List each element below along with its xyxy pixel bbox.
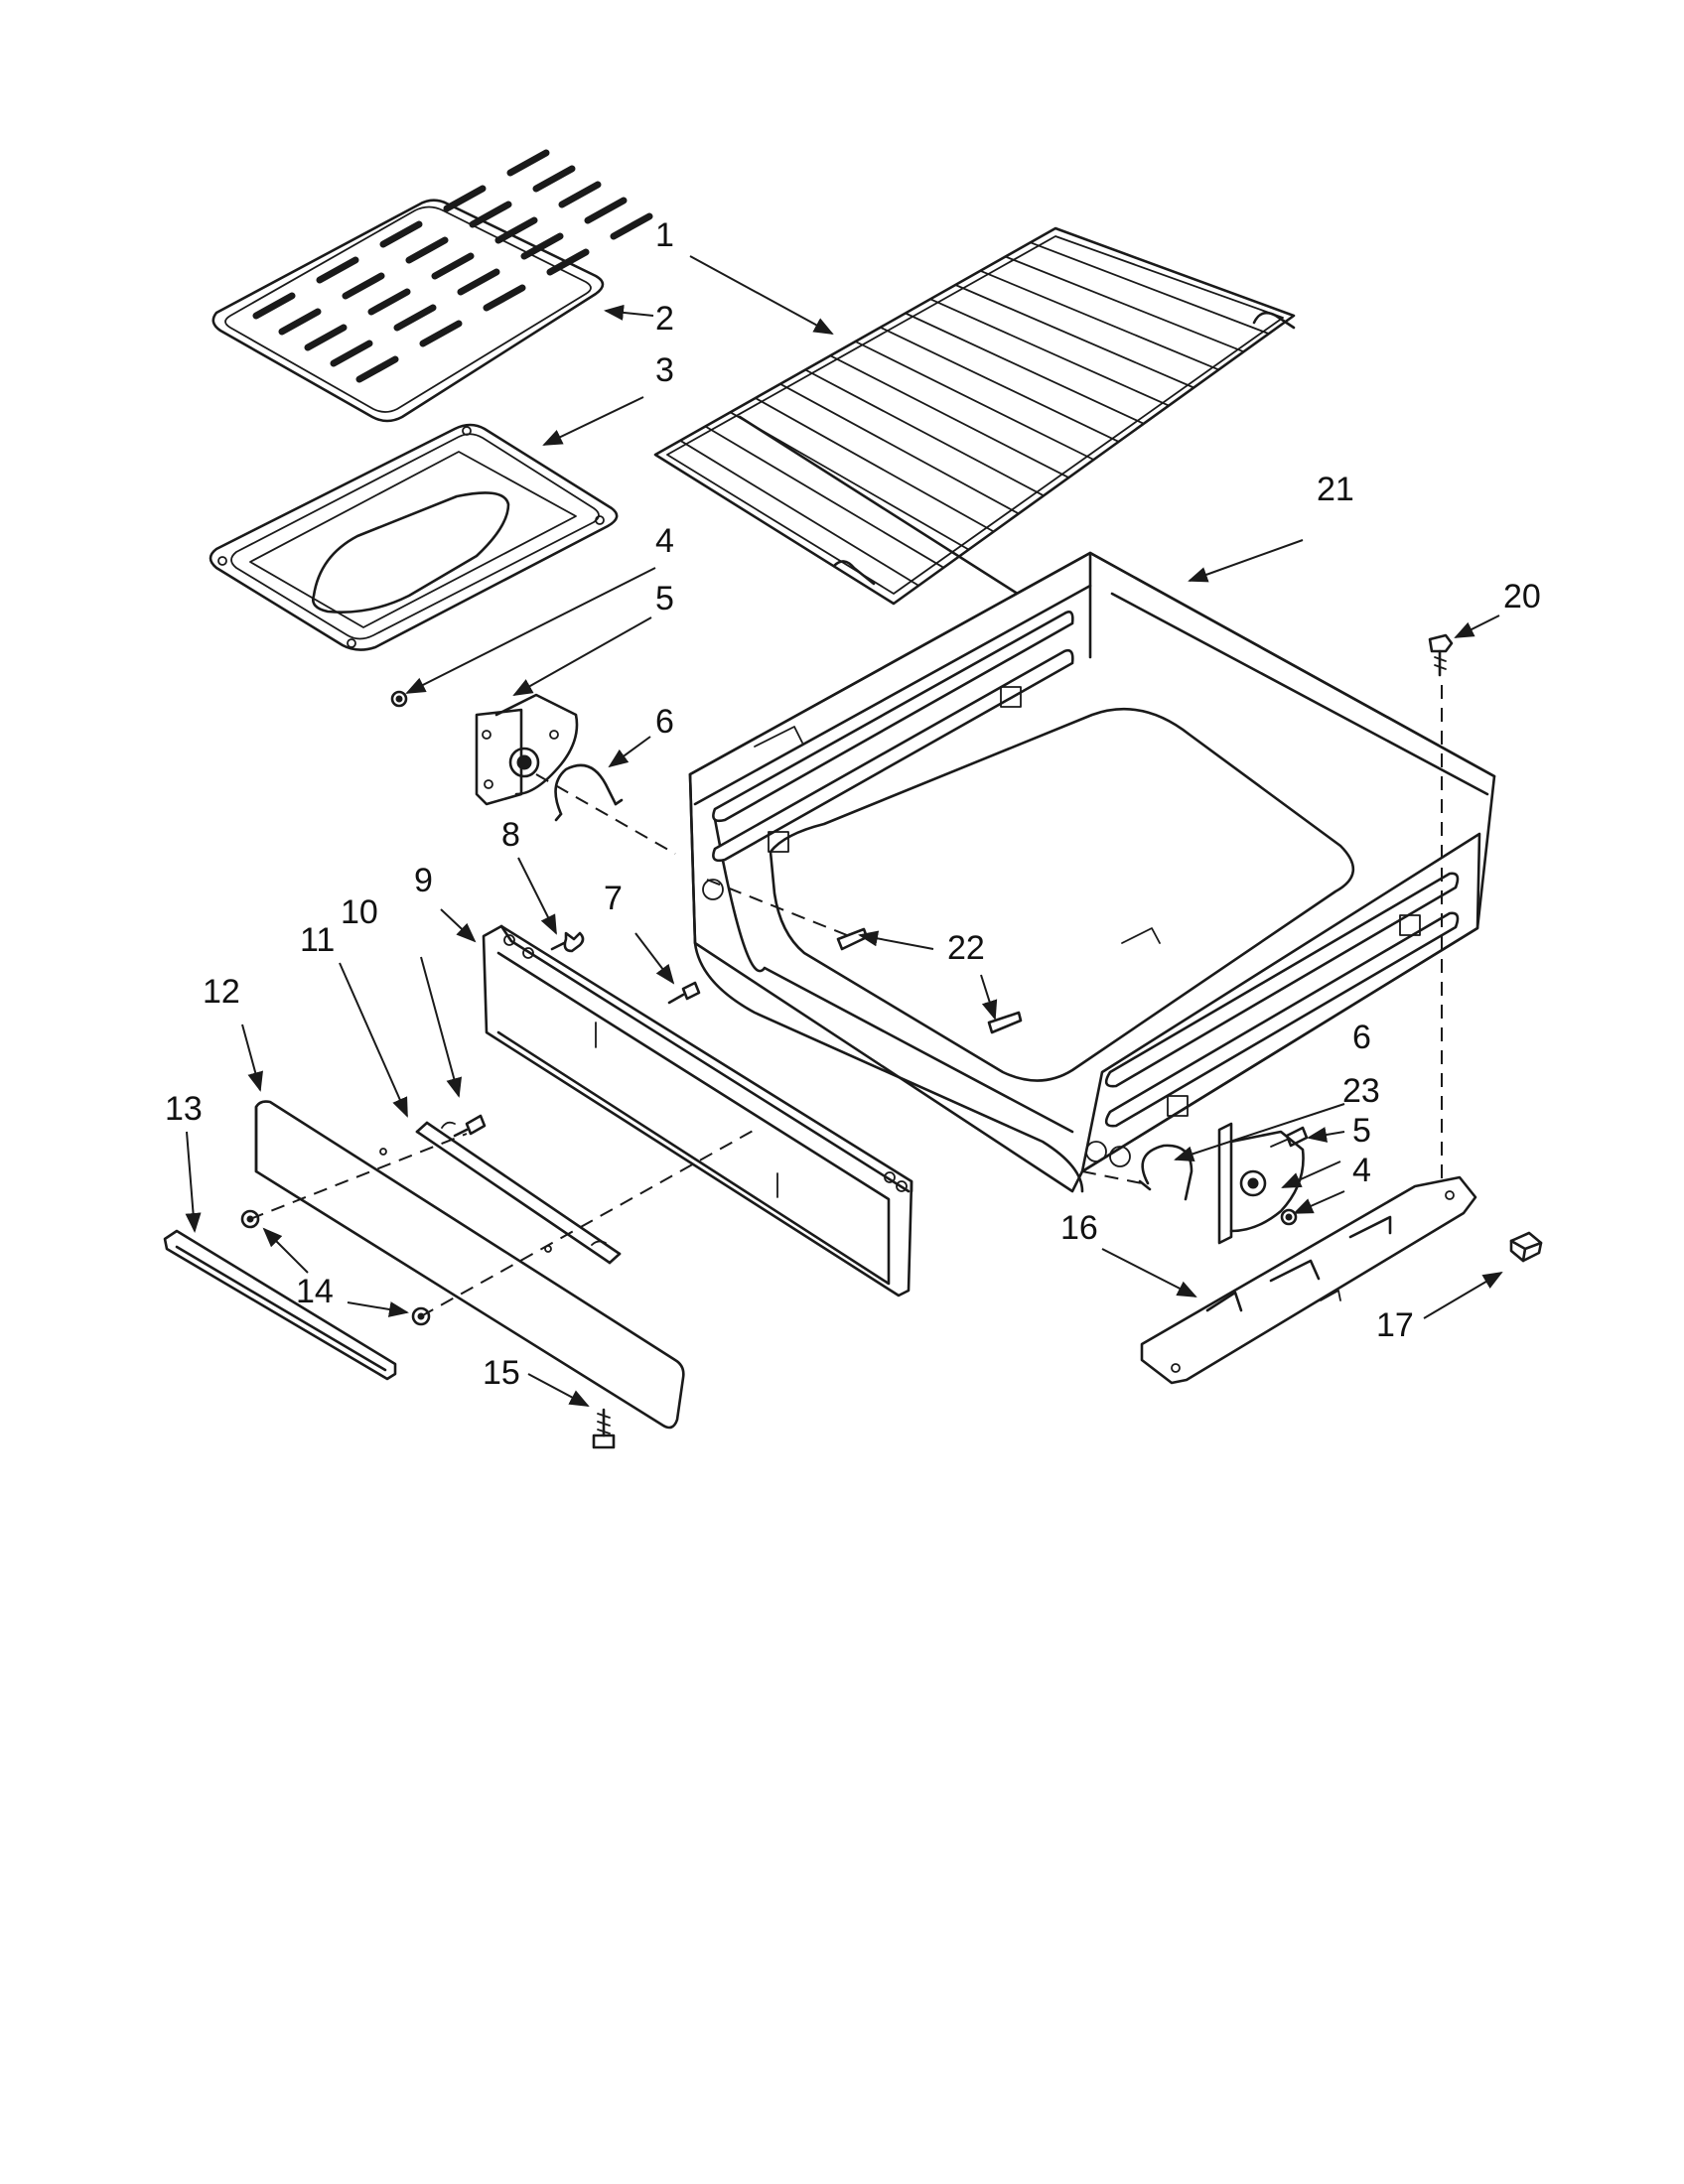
grid-slot (457, 268, 500, 296)
frame-screw-7 (667, 981, 701, 1005)
callout-11: 11 (300, 921, 335, 959)
callout-4-left: 4 (655, 522, 674, 560)
callout-9: 9 (414, 862, 433, 899)
right-bracket-screw (1270, 1126, 1309, 1148)
callout-5-right: 5 (1352, 1112, 1371, 1150)
grid-slot (342, 272, 385, 300)
callout-16: 16 (1060, 1209, 1098, 1247)
drawer-front-panel (254, 1100, 685, 1430)
left-bracket-nut (390, 690, 408, 708)
broiler-grid (211, 149, 653, 423)
rack-wire (880, 326, 1120, 443)
grid-slot (252, 292, 296, 320)
grid-slot (494, 216, 538, 244)
grid-slot (443, 185, 487, 212)
right-bracket-nut (1280, 1208, 1298, 1226)
grid-slot (419, 320, 463, 347)
grid-slot (316, 256, 359, 284)
callout-3: 3 (655, 351, 674, 389)
rack-wire (980, 269, 1219, 371)
grid-slot (379, 220, 423, 248)
callout-6-right: 6 (1352, 1019, 1371, 1056)
callout-10: 10 (341, 893, 378, 931)
rod-screw-10 (453, 1114, 487, 1138)
rack-wire (679, 440, 919, 587)
callout-8: 8 (501, 816, 520, 854)
grid-slot (304, 324, 348, 351)
drawer-front-frame (482, 924, 913, 1297)
grid-slot (469, 201, 512, 228)
rack-wire (929, 298, 1170, 407)
callout-23: 23 (1342, 1072, 1380, 1110)
rack-wire (905, 312, 1145, 425)
broiler-grid-slots (252, 149, 653, 383)
drawer-rail (1140, 1175, 1477, 1385)
rack-wire (755, 397, 995, 533)
grid-slot (558, 181, 602, 208)
grid-slot (367, 288, 411, 316)
callout-leaders (185, 255, 1503, 1407)
drawer-trim-strip (163, 1229, 397, 1381)
grid-slot (278, 308, 322, 336)
panel-nut-left (240, 1209, 260, 1229)
rack-wire (954, 284, 1194, 389)
grid-slot (546, 248, 590, 276)
rack-wire (704, 425, 944, 569)
callout-15: 15 (483, 1354, 520, 1392)
rack-wire (829, 354, 1069, 478)
grid-slot (584, 197, 628, 224)
callout-6-left: 6 (655, 703, 674, 741)
callout-14: 14 (296, 1273, 334, 1310)
grid-slot (610, 212, 653, 240)
left-drawer-bracket (475, 693, 579, 806)
grid-slot (506, 149, 550, 177)
right-drawer-clip (1138, 1144, 1193, 1201)
callout-22: 22 (947, 929, 985, 967)
broiler-pan (209, 423, 619, 651)
rack-wire (779, 383, 1020, 515)
grid-slot (393, 304, 437, 332)
rail-screw-20 (1428, 633, 1454, 677)
drawer-rod (415, 1121, 622, 1265)
oven-rack-wires (679, 241, 1270, 587)
callout-2: 2 (655, 300, 674, 338)
callout-5-left: 5 (655, 580, 674, 617)
grid-slot (532, 165, 576, 193)
grid-slot (483, 284, 526, 312)
left-drawer-clip (554, 763, 624, 822)
callout-20: 20 (1503, 578, 1541, 615)
frame-screw-8 (550, 931, 585, 953)
callout-7: 7 (604, 880, 623, 917)
grid-slot (330, 340, 373, 367)
alignment-lines (249, 685, 1443, 1317)
callout-1: 1 (655, 216, 674, 254)
grid-slot (431, 252, 475, 280)
oven-rack (653, 226, 1296, 697)
callout-labels: 1 2 3 4 5 6 7 8 9 10 11 12 13 14 15 16 1… (165, 216, 1541, 1392)
callout-4-right: 4 (1352, 1152, 1371, 1189)
callout-13: 13 (165, 1090, 203, 1128)
grid-slot (355, 355, 399, 383)
panel-screw-15 (592, 1408, 616, 1449)
rail-clip (1509, 1231, 1543, 1263)
grid-slot (405, 236, 449, 264)
rack-wire (804, 368, 1045, 497)
rack-wire (1030, 241, 1270, 335)
rack-wire (855, 341, 1094, 461)
drawer-body (688, 551, 1496, 1193)
callout-21: 21 (1317, 471, 1354, 508)
rack-wire (1005, 255, 1244, 353)
right-drawer-bracket (1217, 1122, 1305, 1245)
callout-17: 17 (1376, 1306, 1414, 1344)
grid-slot (520, 232, 564, 260)
callout-12: 12 (203, 973, 240, 1011)
